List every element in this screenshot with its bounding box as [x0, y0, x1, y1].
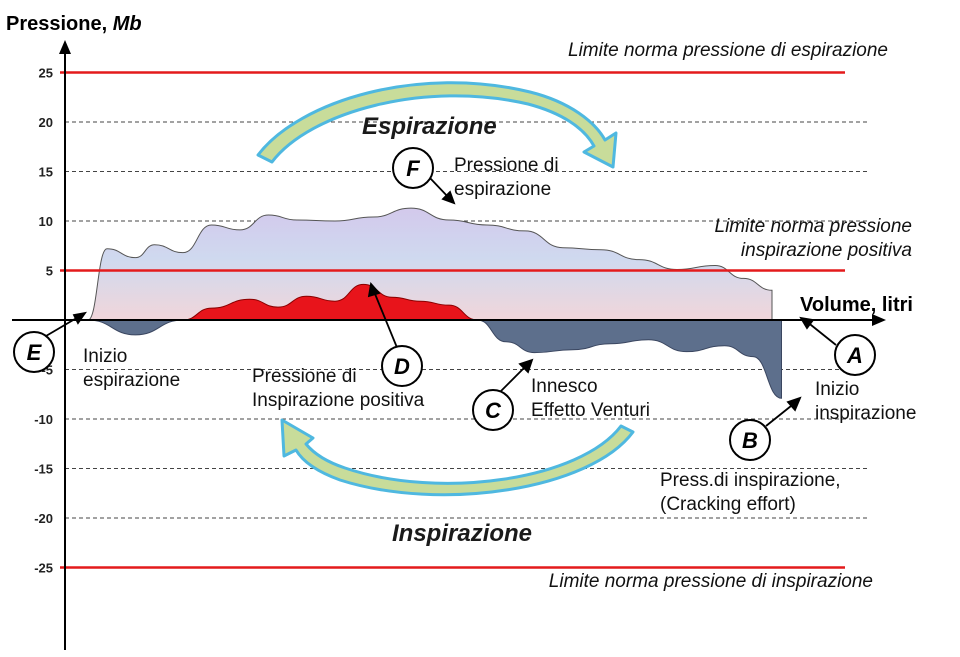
note-e-line2: espirazione [83, 370, 180, 391]
x-axis-title: Volume, litri [800, 294, 913, 316]
marker-letters: A B C D E F [27, 156, 863, 453]
y-tick-label: -10 [34, 412, 53, 427]
note-b: Press.di inspirazione, (Cracking effort) [660, 470, 846, 515]
positive-inspiration-area [182, 283, 478, 321]
y-tick-label: 20 [39, 115, 53, 130]
arrow-b-head [786, 396, 802, 412]
arrow-d-head [367, 281, 381, 298]
note-f-line2: espirazione [454, 179, 551, 200]
marker-a-circle [834, 334, 876, 376]
marker-notes: Inizio inspirazione Press.di inspirazion… [83, 155, 916, 515]
arrow-c-head [518, 358, 534, 374]
marker-e-letter: E [27, 340, 43, 365]
arrow-a-head [799, 316, 815, 330]
negative-inspiration-area [87, 319, 782, 399]
expiration-area [87, 207, 773, 321]
phase-label-inspiration: Inspirazione [392, 520, 532, 547]
marker-a-letter: A [846, 343, 863, 368]
marker-d-letter: D [394, 354, 410, 379]
inspiration-cycle-icon [280, 418, 635, 497]
y-tick-label: -25 [34, 561, 53, 576]
note-c: Innesco Effetto Venturi [531, 376, 650, 421]
limit-labels: Limite norma pressione di espirazioneLim… [549, 40, 912, 592]
marker-b-letter: B [742, 428, 758, 453]
axes [12, 40, 886, 650]
note-d-line1: Pressione di [252, 366, 357, 387]
marker-circles [13, 147, 876, 461]
x-axis-arrowhead [872, 314, 886, 326]
marker-d-circle [381, 345, 423, 387]
note-e-line1: Inizio [83, 346, 127, 367]
limit-lines [60, 71, 845, 569]
y-tick-label: 5 [46, 264, 53, 279]
note-c-line1: Innesco [531, 376, 598, 397]
note-d: Pressione di Inspirazione positiva [252, 366, 425, 411]
y-tick-label: 15 [39, 165, 53, 180]
note-c-line2: Effetto Venturi [531, 400, 650, 421]
note-b-line2: (Cracking effort) [660, 494, 796, 515]
arrow-f-head [441, 190, 456, 205]
note-a-line2: inspirazione [815, 403, 916, 424]
expiration-cycle-icon [256, 81, 618, 169]
y-tick-label: -15 [34, 462, 53, 477]
grid [65, 121, 868, 519]
note-b-line1: Press.di inspirazione, [660, 470, 841, 491]
marker-c-letter: C [485, 398, 502, 423]
limit-label: Limite norma pressione di espirazione [568, 40, 888, 61]
arrow-d [372, 288, 399, 351]
y-axis-arrowhead [59, 40, 71, 54]
arrow-e-head [72, 311, 87, 325]
note-e: Inizio espirazione [83, 346, 180, 391]
note-a-line1: Inizio [815, 379, 859, 400]
marker-c-circle [472, 389, 514, 431]
y-tick-label: -20 [34, 511, 53, 526]
data-areas [87, 207, 782, 399]
arrow-e [45, 315, 81, 337]
limit-label: Limite norma pressione di inspirazione [549, 571, 873, 592]
arrow-a [805, 320, 837, 346]
marker-e-circle [13, 331, 55, 373]
note-d-line2: Inspirazione positiva [252, 390, 425, 411]
note-f: Pressione di espirazione [454, 155, 564, 200]
y-axis-title-unit: Mb [113, 13, 142, 35]
marker-f-letter: F [406, 156, 420, 181]
marker-b-circle [729, 419, 771, 461]
y-tick-labels: 25 20 15 10 5 -5 -10 -15 -20 -25 [34, 66, 53, 576]
y-axis-title: Pressione, Mb [6, 13, 142, 35]
y-tick-label: 10 [39, 214, 53, 229]
marker-f-circle [392, 147, 434, 189]
note-f-line1: Pressione di [454, 155, 559, 176]
y-axis-title-main: Pressione, [6, 13, 107, 35]
y-tick-label: -5 [41, 363, 53, 378]
y-tick-label: 25 [39, 66, 53, 81]
phase-label-expiration: Espirazione [362, 113, 497, 140]
annotation-arrows [45, 177, 837, 427]
note-a: Inizio inspirazione [815, 379, 916, 424]
